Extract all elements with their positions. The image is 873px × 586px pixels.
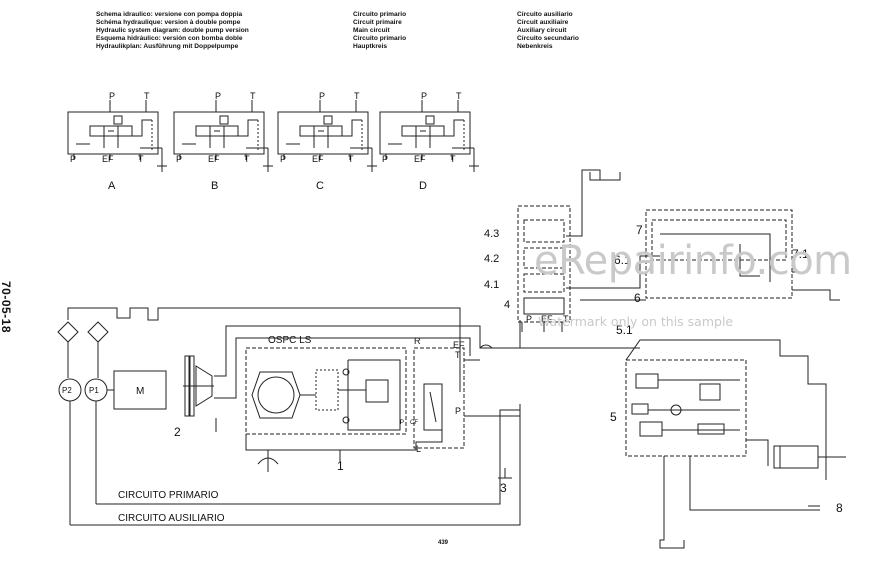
header-line: Schema idraulico: versione con pompa dop…: [96, 11, 243, 18]
label-stack-t: T: [563, 314, 569, 324]
header-line: Circuit primaire: [353, 19, 402, 26]
valve-stack-4: [517, 169, 621, 332]
variant-d-bot-ef: EF: [414, 154, 426, 164]
label-4-2: 4.2: [484, 253, 499, 265]
label-8: 8: [836, 501, 843, 515]
variant-labels: P T P EF T A P T P EF T B P T P EF T C P…: [70, 91, 462, 192]
header-line: Circuit auxiliaire: [517, 19, 569, 26]
page-number: 439: [438, 540, 449, 546]
variant-a-bot-ef: EF: [102, 154, 114, 164]
label-5: 5: [610, 410, 617, 424]
header-line: Nebenkreis: [517, 43, 553, 50]
filter-2-icon: [87, 321, 109, 343]
valve-block-7: [566, 209, 840, 301]
motor-block: [113, 370, 167, 410]
variant-c-bot-p: P: [280, 154, 286, 164]
variant-b-bot-t: T: [244, 154, 250, 164]
variant-c: [277, 99, 378, 173]
main-circuit: [57, 307, 640, 526]
pump-p2-label: P2: [62, 386, 72, 395]
callout-3: 3: [500, 481, 507, 495]
variant-b-letter: B: [211, 180, 218, 192]
variant-d-top-p: P: [421, 91, 427, 101]
label-7: 7: [636, 223, 643, 237]
header-line: Circuito secundario: [517, 35, 579, 42]
header-line: Circuito primario: [353, 35, 407, 42]
port-ef: EF: [453, 340, 465, 350]
header-line: Hauptkreis: [353, 43, 388, 50]
variant-d-top-t: T: [456, 91, 462, 101]
header-line: Circuito primario: [353, 11, 407, 18]
label-5-1: 5.1: [616, 323, 633, 337]
variant-a-top-p: P: [109, 91, 115, 101]
variant-d-bot-t: T: [450, 154, 456, 164]
variant-c-top-p: P: [319, 91, 325, 101]
valve-block-5: [625, 339, 846, 549]
header-col-3: Circuito ausiliario Circuit auxiliaire A…: [517, 11, 579, 51]
variant-d-bot-p: P: [382, 154, 388, 164]
variant-d-letter: D: [419, 180, 427, 192]
variant-b-bot-ef: EF: [208, 154, 220, 164]
label-4-1: 4.1: [484, 279, 499, 291]
label-7-1: 7.1: [792, 247, 809, 261]
variant-c-bot-t: T: [348, 154, 354, 164]
header-line: Hydraulikplan: Ausführung mit Doppelpump…: [96, 43, 239, 50]
variant-d: [379, 99, 480, 173]
header-col-2: Circuito primario Circuit primaire Main …: [353, 11, 406, 51]
port-cf: CF: [410, 420, 418, 426]
port-p-small: P: [400, 420, 404, 426]
label-stack-ef: EF: [541, 314, 553, 324]
pump-p1-label: P1: [89, 386, 99, 395]
variant-b-bot-p: P: [176, 154, 182, 164]
ospc-label: OSPC LS: [268, 335, 312, 346]
variant-a-bot-p: P: [70, 154, 76, 164]
variant-a: [67, 99, 168, 173]
variant-b-top-t: T: [250, 91, 256, 101]
port-p: P: [455, 406, 461, 416]
side-code: 70-05-18: [0, 280, 14, 334]
port-l: L: [416, 444, 421, 454]
label-6-1: 6.1: [614, 253, 631, 267]
priority-valve: [423, 383, 443, 431]
motor-label: M: [136, 386, 144, 397]
variant-c-top-t: T: [354, 91, 360, 101]
header-line: Hydraulic system diagram: double pump ve…: [96, 27, 249, 34]
label-4: 4: [504, 299, 510, 311]
variant-c-letter: C: [316, 180, 324, 192]
variant-b: [173, 99, 274, 173]
header-line: Esquema hidráulico: versión con bomba do…: [96, 35, 243, 42]
port-t: T: [455, 350, 461, 360]
variant-c-bot-ef: EF: [312, 154, 324, 164]
label-4-3: 4.3: [484, 228, 499, 240]
label-6: 6: [634, 291, 641, 305]
header-line: Schéma hydraulique: version à double pom…: [96, 19, 241, 26]
variant-a-top-t: T: [144, 91, 150, 101]
variant-a-bot-t: T: [138, 154, 144, 164]
header-line: Circuito ausiliario: [517, 11, 573, 18]
callout-1: 1: [337, 459, 344, 473]
auxiliary-circuit-label: CIRCUITO AUSILIARIO: [118, 513, 225, 524]
filter-1-icon: [57, 321, 79, 343]
port-r: R: [414, 336, 421, 346]
callout-2: 2: [174, 425, 181, 439]
label-stack-p: P: [526, 314, 532, 324]
variant-a-letter: A: [108, 180, 116, 192]
header-col-1: Schema idraulico: versione con pompa dop…: [96, 11, 249, 51]
primary-circuit-label: CIRCUITO PRIMARIO: [118, 490, 219, 501]
header-line: Main circuit: [353, 27, 390, 34]
variant-b-top-p: P: [215, 91, 221, 101]
header-line: Auxiliary circuit: [517, 27, 567, 34]
